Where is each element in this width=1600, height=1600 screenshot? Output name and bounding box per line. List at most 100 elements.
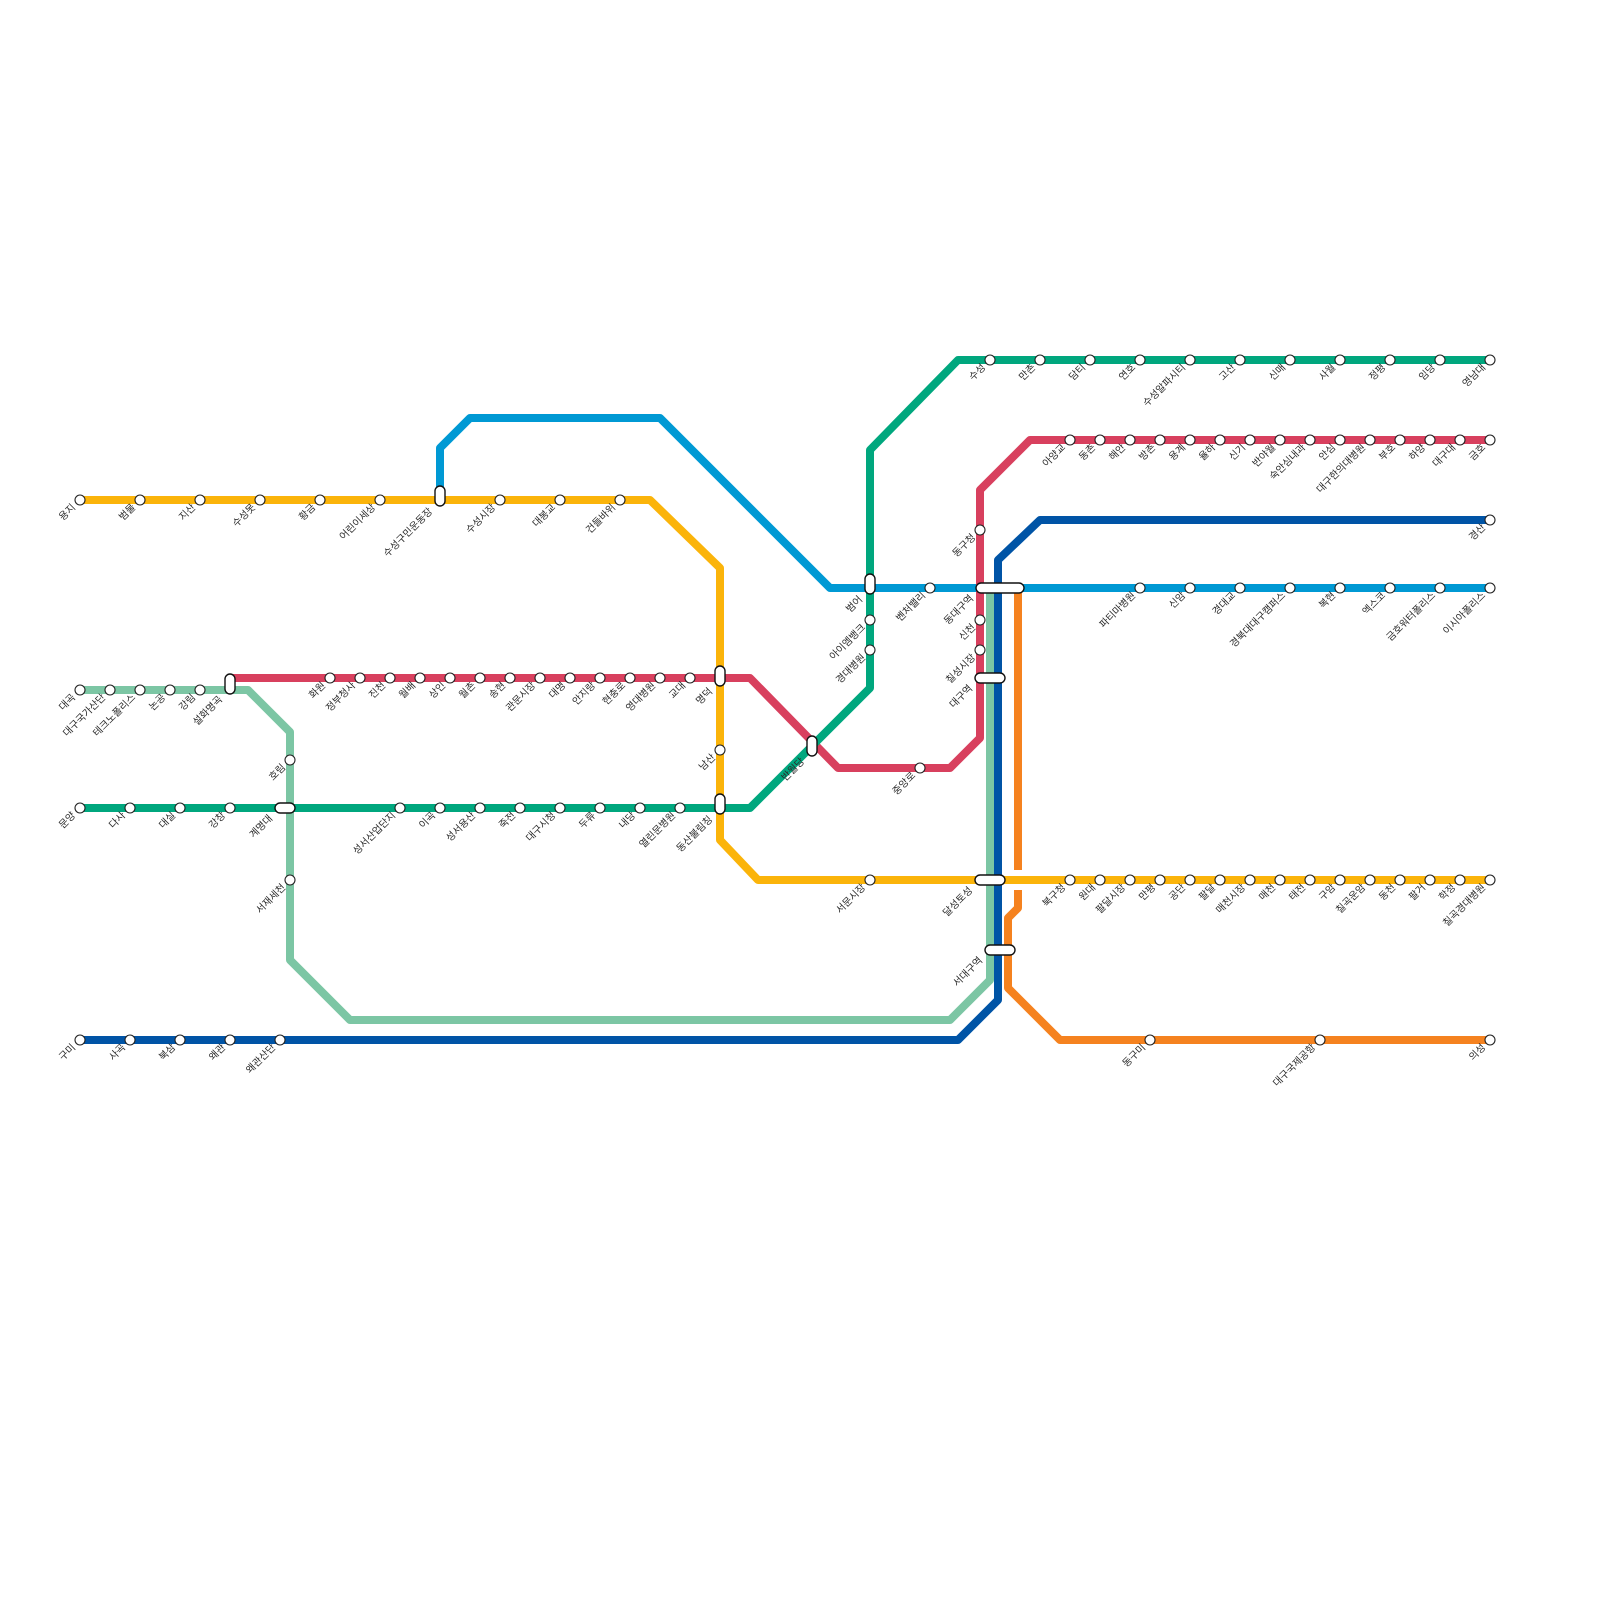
station-waegwansandan[interactable] xyxy=(274,1034,286,1046)
station-mancheon[interactable] xyxy=(1034,354,1046,366)
station-uiseong[interactable] xyxy=(1484,1034,1496,1046)
interchange-gyemyeong[interactable] xyxy=(274,802,296,814)
station-daegusicheong[interactable] xyxy=(554,802,566,814)
station-sincheon[interactable] xyxy=(974,614,986,626)
interchange-suseonggu[interactable] xyxy=(434,485,446,507)
station-ansim[interactable] xyxy=(1334,434,1346,446)
station-eorini[interactable] xyxy=(374,494,386,506)
station-nam_san[interactable] xyxy=(714,744,726,756)
station-imdang[interactable] xyxy=(1434,354,1446,366)
station-dongcheon[interactable] xyxy=(1394,874,1406,886)
mint-line[interactable] xyxy=(80,590,994,1024)
interchange-bangogae[interactable] xyxy=(864,573,876,595)
station-hwawon[interactable] xyxy=(324,672,336,684)
station-maecheonsijang[interactable] xyxy=(1244,874,1256,886)
station-duryu[interactable] xyxy=(594,802,606,814)
interchange-dongdaegu[interactable] xyxy=(975,582,1025,594)
station-sangin[interactable] xyxy=(444,672,456,684)
station-naedang[interactable] xyxy=(634,802,646,814)
station-nongong[interactable] xyxy=(164,684,176,696)
station-beomul[interactable] xyxy=(134,494,146,506)
station-seomun[interactable] xyxy=(864,874,876,886)
station-guam[interactable] xyxy=(1334,874,1346,886)
station-yeollin[interactable] xyxy=(674,802,686,814)
station-dongumi[interactable] xyxy=(1144,1034,1156,1046)
station-dasa[interactable] xyxy=(124,802,136,814)
station-jeongbu[interactable] xyxy=(354,672,366,684)
station-igok[interactable] xyxy=(434,802,446,814)
station-seobu[interactable] xyxy=(534,672,546,684)
station-daegok[interactable] xyxy=(74,684,86,696)
daegyeong-line[interactable] xyxy=(80,516,1490,1044)
station-daeguguk[interactable] xyxy=(104,684,116,696)
station-damti[interactable] xyxy=(1084,354,1096,366)
station-yeongdae[interactable] xyxy=(654,672,666,684)
station-expo[interactable] xyxy=(1384,582,1396,594)
station-ayanggyo[interactable] xyxy=(1064,434,1076,446)
station-pati[interactable] xyxy=(1134,582,1146,594)
station-suseongsijang[interactable] xyxy=(494,494,506,506)
line1-red[interactable] xyxy=(230,436,1490,772)
station-sinam[interactable] xyxy=(1184,582,1196,594)
station-hyeonchung[interactable] xyxy=(624,672,636,684)
isia-line[interactable] xyxy=(436,414,1490,592)
airport-line[interactable] xyxy=(1004,590,1490,1044)
interchange-daeguyeok[interactable] xyxy=(974,672,1006,684)
station-banyawol[interactable] xyxy=(1274,434,1286,446)
station-seongseo[interactable] xyxy=(394,802,406,814)
station-dongchon[interactable] xyxy=(1094,434,1106,446)
station-chilgok[interactable] xyxy=(1364,874,1376,886)
station-jukjeon[interactable] xyxy=(514,802,526,814)
station-jeongpyeong[interactable] xyxy=(1384,354,1396,366)
interchange-banwoldang[interactable] xyxy=(806,735,818,757)
station-jincheon[interactable] xyxy=(384,672,396,684)
station-bokhyeon[interactable] xyxy=(1334,582,1346,594)
station-suseong[interactable] xyxy=(984,354,996,366)
station-techno[interactable] xyxy=(134,684,146,696)
station-gangnim[interactable] xyxy=(194,684,206,696)
station-wolbae[interactable] xyxy=(414,672,426,684)
station-bencheybaelli[interactable] xyxy=(924,582,936,594)
interchange-seolhwa[interactable] xyxy=(224,673,236,695)
station-hoerim[interactable] xyxy=(284,754,296,766)
station-suseongalpa[interactable] xyxy=(1184,354,1196,366)
station-hwanggeum[interactable] xyxy=(314,494,326,506)
station-boksam[interactable] xyxy=(174,1034,186,1046)
station-buho[interactable] xyxy=(1394,434,1406,446)
station-yulha[interactable] xyxy=(1214,434,1226,446)
station-yongji[interactable] xyxy=(74,494,86,506)
station-paldal2[interactable] xyxy=(1214,874,1226,886)
station-anjirang[interactable] xyxy=(594,672,606,684)
station-gyeongsan[interactable] xyxy=(1484,514,1496,526)
station-gumi[interactable] xyxy=(74,1034,86,1046)
station-palgeo[interactable] xyxy=(1424,874,1436,886)
station-paldal[interactable] xyxy=(1124,874,1136,886)
station-daesil[interactable] xyxy=(174,802,186,814)
station-kyodae[interactable] xyxy=(684,672,696,684)
station-donggu[interactable] xyxy=(974,524,986,536)
station-daebonggyo[interactable] xyxy=(554,494,566,506)
station-chilgokgyeongdae[interactable] xyxy=(1484,874,1496,886)
station-sagok[interactable] xyxy=(124,1034,136,1046)
station-yongsan[interactable] xyxy=(474,802,486,814)
interchange-dongsan[interactable] xyxy=(714,793,726,815)
station-singi[interactable] xyxy=(1244,434,1256,446)
station-taejeon[interactable] xyxy=(1304,874,1316,886)
station-gyeongdaegyo[interactable] xyxy=(1234,582,1246,594)
station-daegudae[interactable] xyxy=(1454,434,1466,446)
station-yeungnam[interactable] xyxy=(1484,354,1496,366)
station-sinmae[interactable] xyxy=(1284,354,1296,366)
station-knu[interactable] xyxy=(1284,582,1296,594)
interchange-dalseong[interactable] xyxy=(974,874,1006,886)
station-ayimalbank[interactable] xyxy=(864,614,876,626)
interchange-myeongdeok[interactable] xyxy=(714,665,726,687)
station-isia[interactable] xyxy=(1484,582,1496,594)
station-gyeongdae[interactable] xyxy=(864,644,876,656)
station-geumho[interactable] xyxy=(1484,434,1496,446)
station-geondeul[interactable] xyxy=(614,494,626,506)
station-munyang[interactable] xyxy=(74,802,86,814)
station-songhyeon[interactable] xyxy=(504,672,516,684)
station-seojae[interactable] xyxy=(284,874,296,886)
station-geumho_water[interactable] xyxy=(1434,582,1446,594)
station-daemyeong[interactable] xyxy=(564,672,576,684)
